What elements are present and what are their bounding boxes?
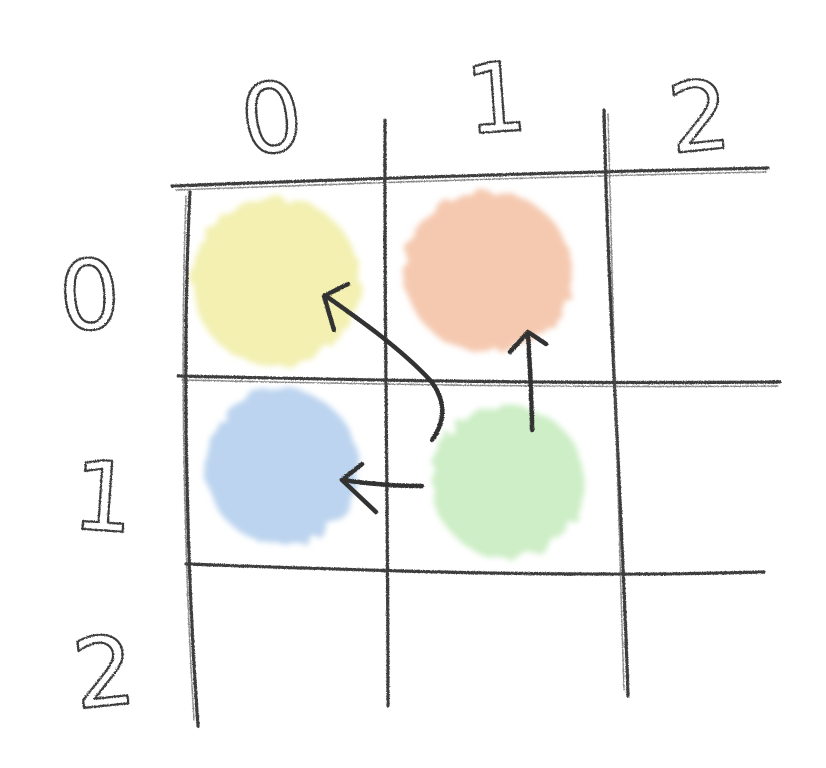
grid (170, 108, 782, 728)
grid-line-h3 (184, 562, 766, 576)
dot-0-1 (404, 192, 572, 352)
grid-line-v2 (383, 118, 390, 708)
dot-1-1 (432, 406, 584, 558)
column-label-0: 0 (234, 59, 310, 178)
dot-layer (192, 192, 584, 558)
grid-line-v1 (184, 190, 200, 728)
arrow-to-1-0 (339, 461, 425, 515)
arrow-to-0-0 (321, 281, 445, 443)
labels: 0 1 2 0 1 2 (54, 39, 736, 732)
grid-line-h1 (170, 166, 770, 188)
arrow-to-0-1 (507, 329, 549, 433)
dot-1-0 (206, 389, 358, 545)
grid-line-h2 (176, 374, 782, 385)
row-label-0: 0 (55, 238, 124, 354)
row-label-2: 2 (68, 614, 140, 732)
arrow-layer (321, 281, 549, 515)
row-label-1: 1 (69, 439, 138, 555)
dot-0-0 (192, 198, 360, 366)
column-label-1: 1 (462, 41, 531, 157)
column-label-2: 2 (663, 58, 735, 176)
